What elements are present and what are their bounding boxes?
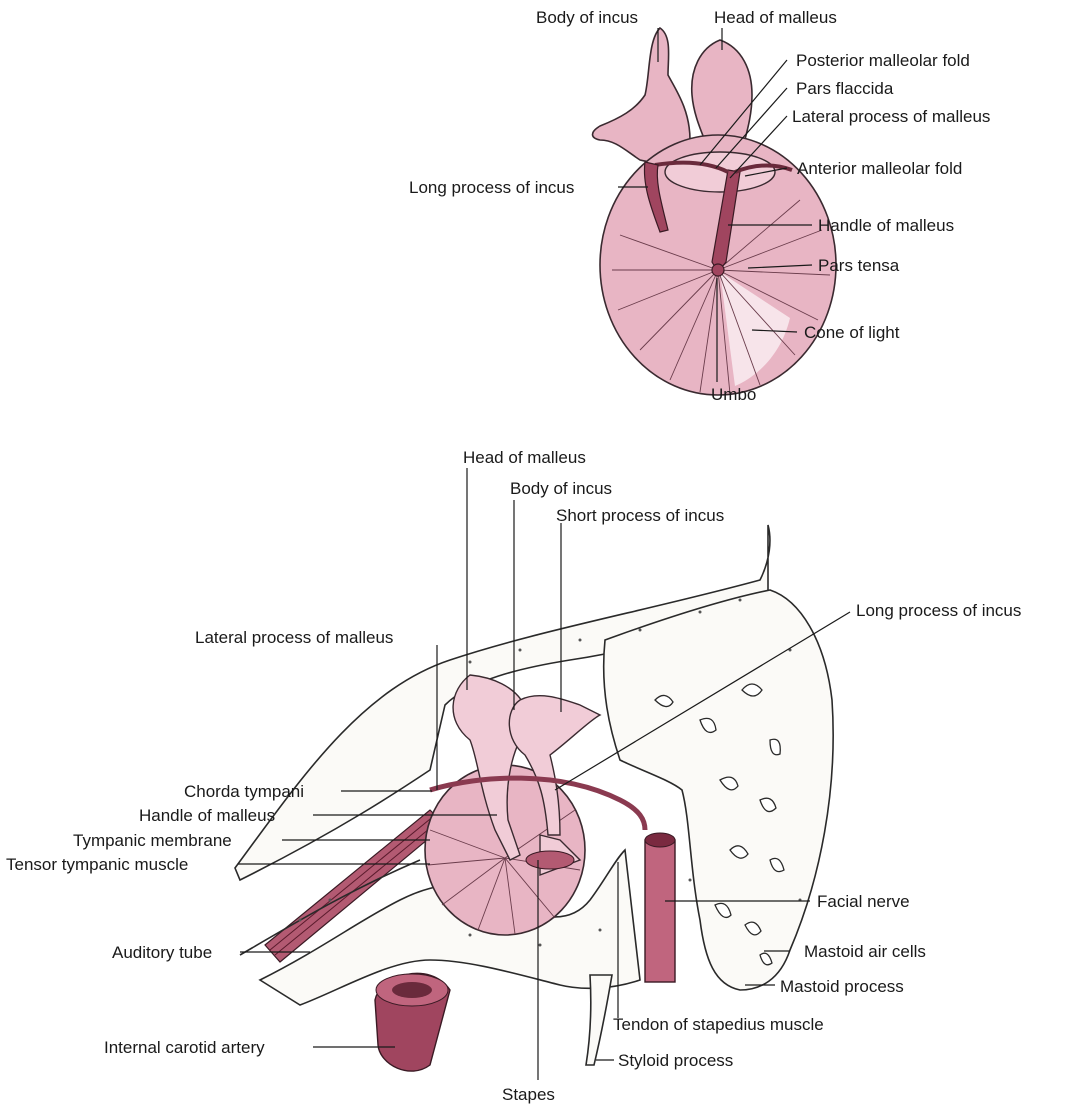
bottom-label-head-of-malleus: Head of malleus — [463, 448, 586, 467]
top-label-cone-of-light: Cone of light — [804, 323, 900, 342]
bottom-label-handle-of-malleus: Handle of malleus — [139, 806, 275, 825]
pars-flaccida-region — [665, 152, 775, 192]
umbo-point — [712, 264, 724, 276]
top-label-pars-tensa: Pars tensa — [818, 256, 900, 275]
top-label-anterior-malleolar-fold: Anterior malleolar fold — [797, 159, 962, 178]
mastoid-process-shape — [604, 590, 833, 990]
top-label-pars-flaccida: Pars flaccida — [796, 79, 894, 98]
bottom-label-chorda-tympani: Chorda tympani — [184, 782, 304, 801]
bottom-label-tympanic-membrane: Tympanic membrane — [73, 831, 232, 850]
top-label-long-process-of-incus: Long process of incus — [409, 178, 574, 197]
bottom-label-stapes: Stapes — [502, 1085, 555, 1104]
bottom-label-auditory-tube: Auditory tube — [112, 943, 212, 962]
middle-ear-section-view — [235, 525, 833, 1071]
bottom-label-body-of-incus: Body of incus — [510, 479, 612, 498]
top-label-handle-of-malleus: Handle of malleus — [818, 216, 954, 235]
bottom-label-facial-nerve: Facial nerve — [817, 892, 910, 911]
bottom-label-mastoid-air-cells: Mastoid air cells — [804, 942, 926, 961]
bottom-label-internal-carotid-artery: Internal carotid artery — [104, 1038, 265, 1057]
facial-nerve-shape — [645, 840, 675, 982]
bottom-label-short-process-of-incus: Short process of incus — [556, 506, 724, 525]
bottom-label-tendon-of-stapedius-muscle: Tendon of stapedius muscle — [613, 1015, 824, 1034]
top-label-posterior-malleolar-fold: Posterior malleolar fold — [796, 51, 970, 70]
top-label-head-of-malleus: Head of malleus — [714, 8, 837, 27]
internal-carotid-artery-shape — [375, 973, 450, 1071]
styloid-process-shape — [586, 975, 612, 1065]
bottom-label-lateral-process-of-malleus: Lateral process of malleus — [195, 628, 393, 647]
stapes-footplate — [526, 851, 574, 869]
top-label-lateral-process-of-malleus: Lateral process of malleus — [792, 107, 990, 126]
bottom-label-styloid-process: Styloid process — [618, 1051, 733, 1070]
incus-body-shape — [593, 28, 691, 162]
top-label-body-of-incus: Body of incus — [536, 8, 638, 27]
top-label-umbo: Umbo — [711, 385, 756, 404]
bottom-label-mastoid-process: Mastoid process — [780, 977, 904, 996]
facial-nerve-cut-end — [645, 833, 675, 847]
bottom-label-tensor-tympanic-muscle: Tensor tympanic muscle — [6, 855, 188, 874]
bottom-label-long-process-of-incus: Long process of incus — [856, 601, 1021, 620]
